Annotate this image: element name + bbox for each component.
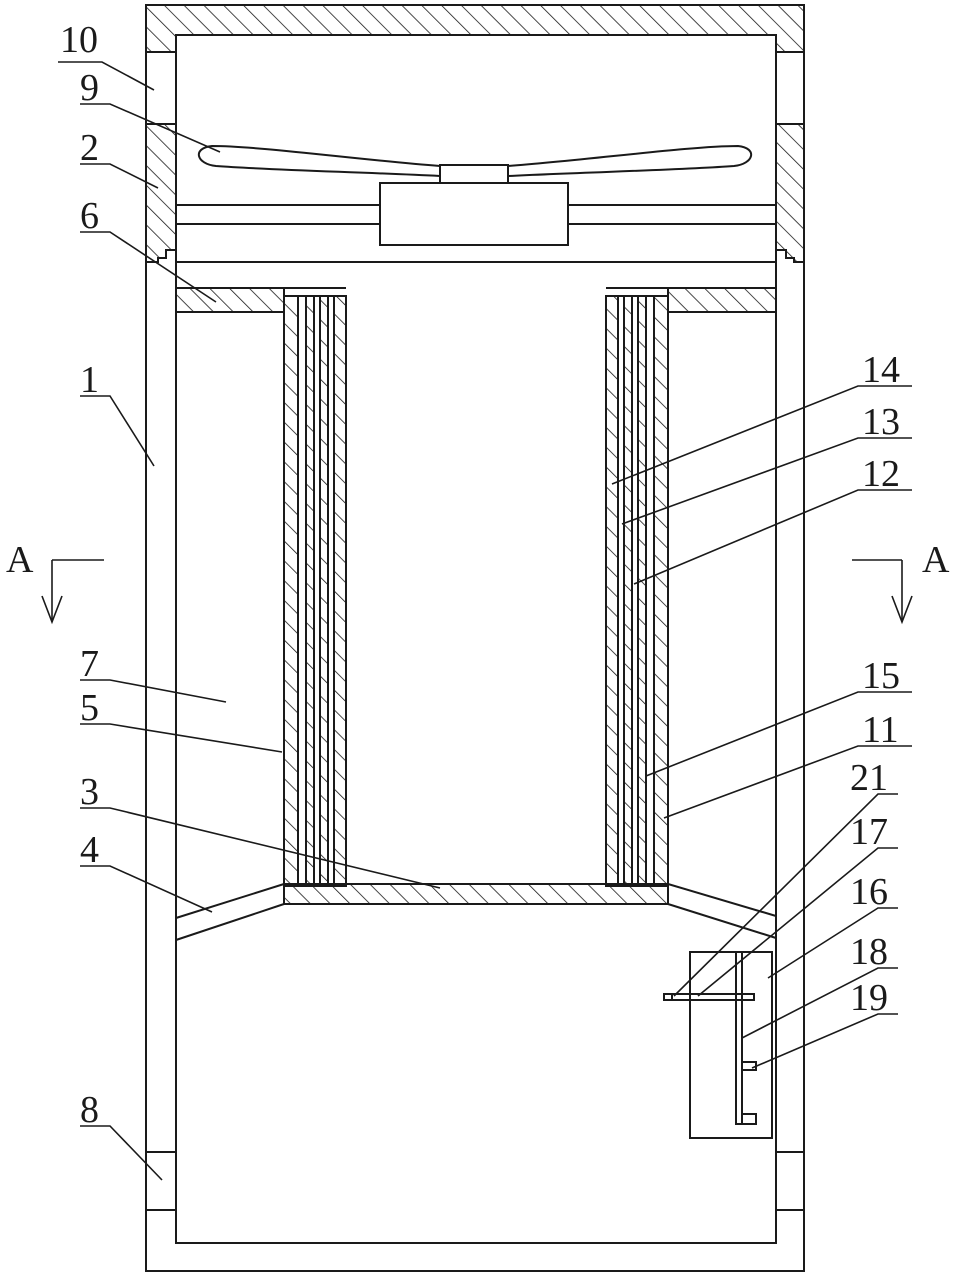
label-10: 10: [60, 19, 98, 61]
bracket-lower: [736, 1114, 756, 1124]
bracket-upper: [742, 1062, 756, 1070]
fan-motor: [380, 183, 568, 245]
partition-plate: [176, 262, 776, 312]
left-tube-walls: [284, 296, 346, 886]
label-14: 14: [862, 349, 900, 391]
label-7: 7: [80, 643, 99, 685]
label-1: 1: [80, 359, 99, 401]
label-21: 21: [850, 757, 888, 799]
section-mark-right: A: [852, 539, 950, 622]
fan-blade-left: [199, 146, 440, 176]
label-15: 15: [862, 655, 900, 697]
label-5: 5: [80, 687, 99, 729]
vertical-rod: [736, 952, 742, 1124]
part-labels: 10 9 2 6 1 14 13 12 7 5 15 11 3 21 4 17 …: [60, 19, 900, 1131]
label-11: 11: [862, 709, 899, 751]
label-8: 8: [80, 1089, 99, 1131]
lower-side-openings: [146, 1152, 804, 1210]
label-19: 19: [850, 977, 888, 1019]
rod-tip: [664, 994, 672, 1000]
label-2: 2: [80, 127, 99, 169]
fan-hub: [440, 165, 508, 183]
label-16: 16: [850, 871, 888, 913]
label-6: 6: [80, 195, 99, 237]
label-13: 13: [862, 401, 900, 443]
top-cover: [146, 5, 804, 52]
right-tube-walls: [606, 296, 668, 886]
fan-assembly: [176, 146, 776, 245]
section-label-right: A: [922, 539, 950, 581]
bottom-plate: [284, 884, 668, 904]
fan-housing-walls: [146, 124, 804, 262]
label-17: 17: [850, 811, 888, 853]
label-3: 3: [80, 771, 99, 813]
upper-side-openings: [146, 52, 804, 124]
outer-housing: [146, 5, 804, 1271]
label-12: 12: [862, 453, 900, 495]
label-4: 4: [80, 829, 99, 871]
fan-blade-right: [508, 146, 751, 176]
horizontal-rod: [664, 994, 754, 1000]
label-9: 9: [80, 67, 99, 109]
section-mark-left: A: [6, 539, 104, 622]
label-18: 18: [850, 931, 888, 973]
section-label-left: A: [6, 539, 34, 581]
